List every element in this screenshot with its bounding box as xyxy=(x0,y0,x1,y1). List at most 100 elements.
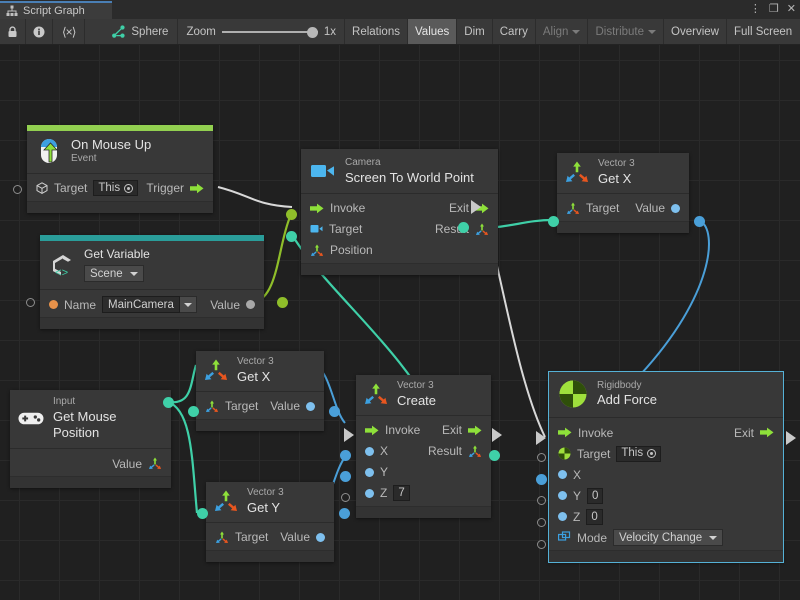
node-rigidbody-add-force[interactable]: Rigidbody Add Force Invoke Exit xyxy=(548,371,784,563)
x-input-port[interactable] xyxy=(365,446,374,456)
y-input-port[interactable] xyxy=(365,467,374,477)
menu-icon[interactable]: ⋮ xyxy=(749,3,761,15)
target-picker-icon[interactable] xyxy=(647,449,657,458)
value-output-port[interactable] xyxy=(246,300,255,309)
trigger-port[interactable]: Trigger xyxy=(146,181,204,195)
node-camera-screen-to-world-point[interactable]: Camera Screen To World Point Invoke Exit xyxy=(301,149,498,275)
node-input-get-mouse-position[interactable]: Input Get Mouse Position Value xyxy=(10,390,171,488)
y-value-field[interactable]: 0 xyxy=(587,487,604,504)
variable-name-combo[interactable]: MainCamera xyxy=(102,296,197,313)
exit-port[interactable]: Exit xyxy=(734,426,774,440)
toolbar-button-carry[interactable]: Carry xyxy=(493,19,536,44)
toolbar-button-values[interactable]: Values xyxy=(407,19,458,44)
toolbar-button-overview[interactable]: Overview xyxy=(664,19,727,44)
value-port[interactable]: Value xyxy=(635,201,680,215)
target-value-field[interactable]: This xyxy=(616,445,662,462)
port-row-z[interactable]: Z 0 xyxy=(549,506,783,527)
camera-invoke-pin[interactable] xyxy=(286,209,297,220)
toolbar-button-relations[interactable]: Relations xyxy=(345,19,408,44)
vector3-getx-top-value-pin[interactable] xyxy=(694,216,705,227)
z-input-port[interactable] xyxy=(365,488,374,498)
vector3-create-result-pin[interactable] xyxy=(489,450,500,461)
zoom-control[interactable]: Zoom 1x xyxy=(178,19,346,44)
z-value-field[interactable]: 7 xyxy=(393,485,410,502)
vector3-create-invoke-arrow[interactable] xyxy=(344,428,354,442)
z-value-field[interactable]: 0 xyxy=(586,508,603,525)
rigidbody-mode-pin[interactable] xyxy=(537,540,546,549)
toolbar-button-dim[interactable]: Dim xyxy=(457,19,493,44)
chevron-down-icon[interactable] xyxy=(179,296,197,313)
node-get-variable[interactable]: <> Get Variable Scene Name MainCamera xyxy=(40,235,264,329)
port-row-value[interactable]: Value xyxy=(10,453,171,474)
maximize-icon[interactable]: ❐ xyxy=(768,3,779,15)
port-row-mode[interactable]: Mode Velocity Change xyxy=(549,527,783,548)
graph-canvas[interactable]: On Mouse Up Event Target This xyxy=(0,45,800,600)
relation-port-on-mouse-up[interactable] xyxy=(13,185,22,194)
vector3-gety-target-pin[interactable] xyxy=(197,508,208,519)
rigidbody-exit-flow-arrow[interactable] xyxy=(786,431,796,445)
port-row-invoke-exit[interactable]: Invoke Exit xyxy=(549,422,783,443)
port-row-target-value[interactable]: Target Value xyxy=(557,198,689,219)
port-row-target-value[interactable]: Target Value xyxy=(206,527,334,548)
y-input-port[interactable] xyxy=(558,491,567,500)
vector3-getx-top-target-pin[interactable] xyxy=(548,216,559,227)
target-value-field[interactable]: This xyxy=(93,180,139,197)
result-port[interactable]: Result xyxy=(428,444,482,458)
vector3-create-y-pin[interactable] xyxy=(340,471,351,482)
port-row-x[interactable]: X xyxy=(549,464,783,485)
target-picker-icon[interactable] xyxy=(124,183,134,193)
tab-script-graph[interactable]: Script Graph xyxy=(0,1,112,19)
port-row-x-result[interactable]: X Result xyxy=(356,441,491,462)
variable-scope-dropdown[interactable]: Scene xyxy=(84,265,144,282)
value-port[interactable]: Value xyxy=(112,457,162,471)
node-on-mouse-up[interactable]: On Mouse Up Event Target This xyxy=(27,125,213,213)
port-row-target-result[interactable]: Target Result xyxy=(301,219,498,240)
vector3-getx-mid-value-pin[interactable] xyxy=(329,406,340,417)
value-port[interactable]: Value xyxy=(280,530,325,544)
rigidbody-y-pin[interactable] xyxy=(537,496,546,505)
vector3-create-z-pin[interactable] xyxy=(341,493,350,502)
port-row-name[interactable]: Name MainCamera Value xyxy=(40,294,264,315)
vector3-getx-mid-target-pin[interactable] xyxy=(188,406,199,417)
exit-port[interactable]: Exit xyxy=(449,201,489,215)
value-output-port[interactable] xyxy=(306,401,315,411)
camera-target-pin[interactable] xyxy=(286,231,297,242)
value-output-port[interactable] xyxy=(316,532,325,542)
zoom-slider[interactable] xyxy=(221,26,318,38)
rigidbody-invoke-flow-arrow[interactable] xyxy=(536,431,546,445)
port-row-y[interactable]: Y xyxy=(356,462,491,483)
value-output-port[interactable] xyxy=(671,203,680,213)
port-row-target-value[interactable]: Target Value xyxy=(196,396,324,417)
rigidbody-x-pin[interactable] xyxy=(536,474,547,485)
port-row-target[interactable]: Target This Trigger xyxy=(27,178,213,199)
rigidbody-z-pin[interactable] xyxy=(537,518,546,527)
zoom-slider-knob[interactable] xyxy=(306,26,318,38)
port-row-invoke-exit[interactable]: Invoke Exit xyxy=(301,198,498,219)
graph-object-button[interactable]: Sphere xyxy=(103,19,179,44)
node-vector3-get-x-mid[interactable]: Vector 3 Get X Target Value xyxy=(196,351,324,431)
value-port[interactable]: Value xyxy=(270,399,315,413)
camera-result-pin[interactable] xyxy=(458,222,469,233)
toolbar-button-fullscreen[interactable]: Full Screen xyxy=(733,25,793,38)
toolbar-button-distribute[interactable]: Distribute xyxy=(588,19,665,44)
port-row-position[interactable]: Position xyxy=(301,240,498,261)
port-row-target[interactable]: Target This xyxy=(549,443,783,464)
get-variable-value-pin[interactable] xyxy=(277,297,288,308)
camera-exit-flow-arrow[interactable] xyxy=(471,200,481,214)
exit-port[interactable]: Exit xyxy=(442,423,482,437)
code-button[interactable]: ⟨×⟩ xyxy=(53,19,86,44)
lock-button[interactable] xyxy=(0,19,26,44)
vector3-create-x-pin[interactable] xyxy=(340,450,351,461)
x-input-port[interactable] xyxy=(558,470,567,479)
toolbar-button-align[interactable]: Align xyxy=(536,19,589,44)
port-row-invoke-exit[interactable]: Invoke Exit xyxy=(356,420,491,441)
input-value-pin[interactable] xyxy=(163,397,174,408)
node-vector3-create[interactable]: Vector 3 Create Invoke Exit xyxy=(356,375,491,518)
relation-port-get-variable[interactable] xyxy=(26,298,35,307)
info-button[interactable] xyxy=(26,19,53,44)
node-vector3-get-x-top[interactable]: Vector 3 Get X Target Value xyxy=(557,153,689,233)
port-row-y[interactable]: Y 0 xyxy=(549,485,783,506)
rigidbody-target-pin[interactable] xyxy=(537,453,546,462)
node-vector3-get-y[interactable]: Vector 3 Get Y Target Value xyxy=(206,482,334,562)
mode-dropdown[interactable]: Velocity Change xyxy=(613,529,724,546)
